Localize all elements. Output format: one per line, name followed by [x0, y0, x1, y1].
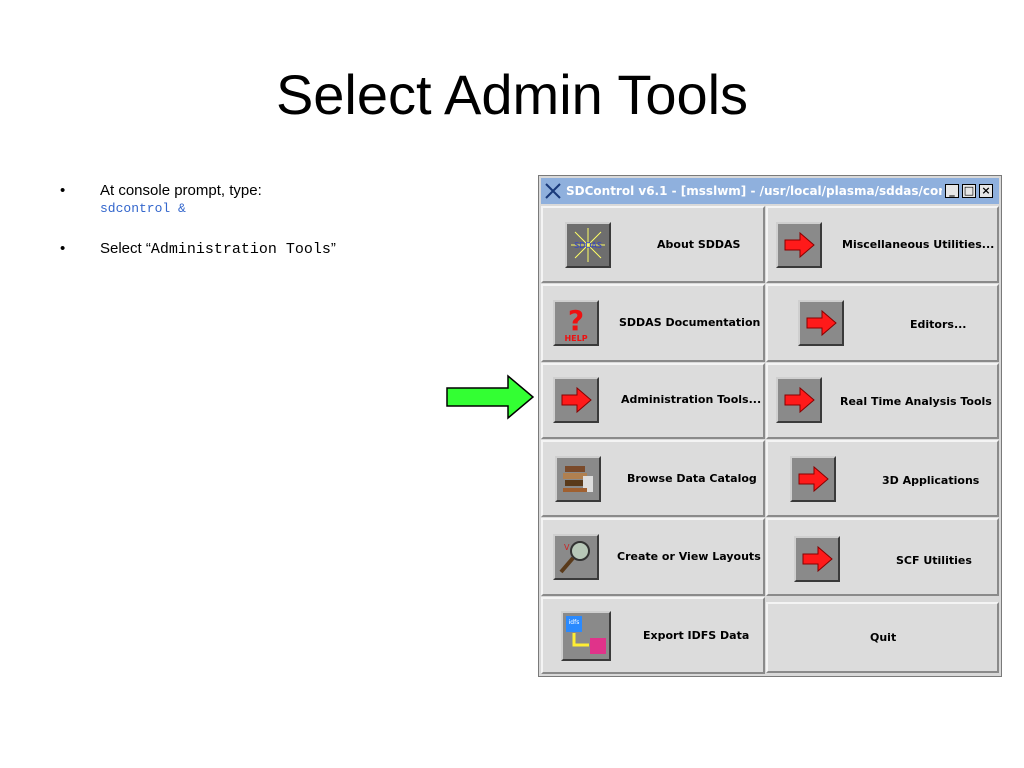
button-label: SCF Utilities: [896, 554, 972, 567]
magnifier-icon: V: [553, 534, 599, 580]
about-sddas-button[interactable]: SDDAS About SDDAS: [541, 206, 765, 283]
bullet-list: • At console prompt, type: sdcontrol & •…: [56, 182, 456, 281]
scf-utilities-button[interactable]: SCF Utilities: [766, 518, 999, 596]
sdcontrol-window: SDControl v6.1 - [msslwm] - /usr/local/p…: [538, 175, 1002, 677]
red-arrow-icon: [794, 536, 840, 582]
minimize-button[interactable]: _: [945, 184, 959, 198]
editors-button[interactable]: Editors...: [766, 284, 999, 362]
menu-name-code: Administration Tools: [150, 241, 331, 258]
button-label: SDDAS Documentation: [619, 316, 761, 329]
red-arrow-icon: [776, 377, 822, 423]
button-label: Export IDFS Data: [643, 629, 750, 642]
red-arrow-icon: [790, 456, 836, 502]
sddas-logo-icon: SDDAS: [565, 222, 611, 268]
bullet-marker: •: [60, 240, 66, 257]
button-label: Browse Data Catalog: [627, 472, 757, 485]
button-label: Create or View Layouts: [617, 550, 761, 563]
administration-tools-button[interactable]: Administration Tools...: [541, 363, 765, 439]
maximize-button[interactable]: □: [962, 184, 976, 198]
x-window-icon: [545, 183, 561, 199]
browse-data-catalog-button[interactable]: Browse Data Catalog: [541, 440, 765, 517]
button-label: Real Time Analysis Tools: [840, 395, 992, 408]
red-arrow-icon: [553, 377, 599, 423]
export-icon: idfs: [561, 611, 611, 661]
help-icon: ? HELP: [553, 300, 599, 346]
export-idfs-data-button[interactable]: idfs Export IDFS Data: [541, 597, 765, 674]
bullet-marker: •: [60, 182, 66, 199]
bullet-suffix: ”: [330, 240, 336, 257]
books-icon: [555, 456, 601, 502]
button-label: Miscellaneous Utilities...: [842, 238, 995, 251]
slide-title: Select Admin Tools: [275, 63, 749, 126]
command-code: sdcontrol &: [100, 201, 186, 216]
3d-applications-button[interactable]: 3D Applications: [766, 440, 999, 517]
real-time-analysis-tools-button[interactable]: Real Time Analysis Tools: [766, 363, 999, 439]
bullet-item: • At console prompt, type: sdcontrol &: [56, 182, 456, 218]
close-button[interactable]: ×: [979, 184, 993, 198]
svg-text:SDDAS: SDDAS: [574, 241, 602, 250]
sddas-documentation-button[interactable]: ? HELP SDDAS Documentation: [541, 284, 765, 362]
quit-button[interactable]: Quit: [766, 602, 999, 673]
svg-text:V: V: [564, 543, 570, 552]
button-label: Administration Tools...: [621, 393, 762, 406]
button-label: 3D Applications: [882, 474, 980, 487]
miscellaneous-utilities-button[interactable]: Miscellaneous Utilities...: [766, 206, 999, 283]
svg-text:?: ?: [568, 304, 584, 337]
window-title: SDControl v6.1 - [msslwm] - /usr/local/p…: [566, 184, 942, 198]
button-label: Quit: [870, 631, 897, 644]
red-arrow-icon: [776, 222, 822, 268]
bullet-item: • Select “Administration Tools”: [56, 240, 456, 259]
green-arrow-icon: [446, 374, 534, 420]
create-or-view-layouts-button[interactable]: V Create or View Layouts: [541, 518, 765, 596]
button-label: Editors...: [910, 318, 967, 331]
svg-text:HELP: HELP: [564, 334, 587, 343]
svg-text:idfs: idfs: [569, 619, 580, 626]
bullet-prefix: Select “: [100, 240, 151, 257]
window-titlebar[interactable]: SDControl v6.1 - [msslwm] - /usr/local/p…: [541, 178, 999, 204]
bullet-text: At console prompt, type:: [100, 182, 262, 199]
red-arrow-icon: [798, 300, 844, 346]
button-label: About SDDAS: [657, 238, 741, 251]
